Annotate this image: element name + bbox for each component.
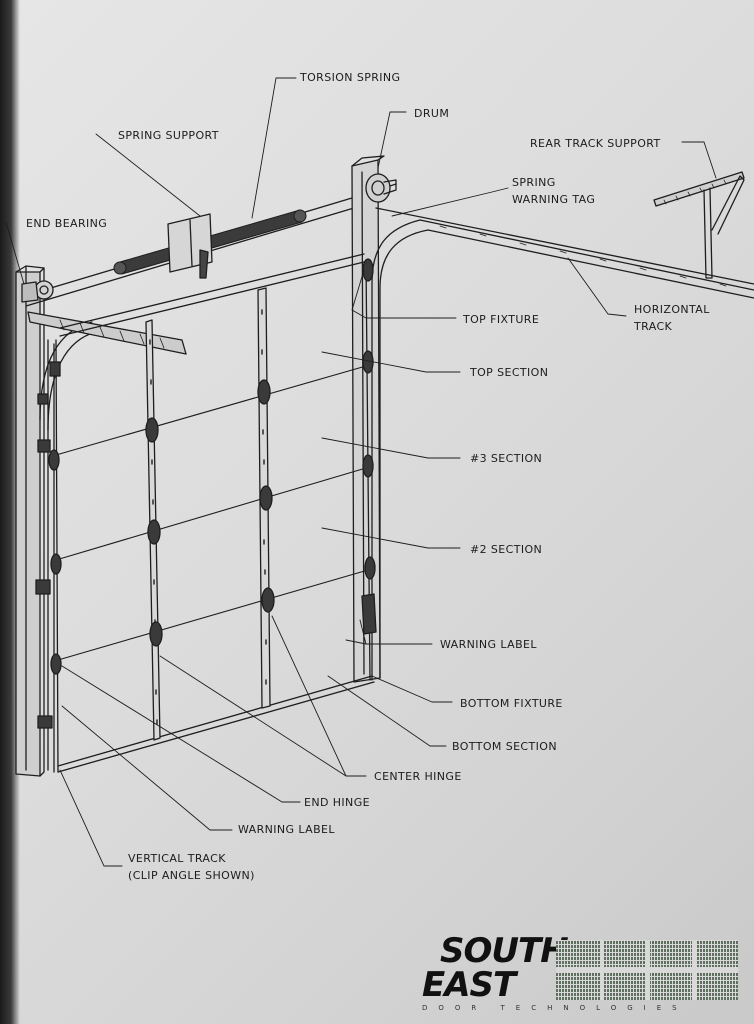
door-top-edge [59,253,365,337]
right-vertical-track [371,219,429,681]
label-rear-track-support: REAR TRACK SUPPORT [530,137,661,150]
logo-grid-mark [556,940,738,1000]
label-horizontal-track: HORIZONTAL TRACK [634,301,710,335]
label-spring-support: SPRING SUPPORT [118,129,219,142]
logo-word-east: EAST [422,965,516,1005]
label-end-hinge: END HINGE [304,796,370,809]
label-vertical-track: VERTICAL TRACK (CLIP ANGLE SHOWN) [128,850,255,884]
label-spring-warning-tag-line2: WARNING TAG [512,193,596,206]
spring-support-bracket [167,213,213,279]
left-horizontal-track [27,311,187,355]
door-bottom-edge [57,675,375,773]
right-end-hinges [361,258,377,635]
label-end-bearing: END BEARING [26,217,108,230]
label-drum: DRUM [414,107,450,120]
rear-track-support [653,171,745,279]
door-side-edges [55,261,371,773]
label-vertical-track-line2: (CLIP ANGLE SHOWN) [128,869,255,882]
center-hinges [145,379,275,647]
left-vertical-track [15,265,55,777]
label-section-3: #3 SECTION [470,452,543,465]
logo-grid-gap [556,967,738,972]
drum [365,173,397,203]
label-vertical-track-line1: VERTICAL TRACK [128,852,226,865]
label-section-2: #2 SECTION [470,543,543,556]
logo-word-south: SOUTH [440,931,569,971]
end-bearing-left [21,280,54,303]
photo-left-edge-shadow [0,0,20,1024]
right-horizontal-track [375,207,754,299]
label-spring-warning-tag: SPRING WARNING TAG [512,174,595,208]
label-horizontal-track-line2: TRACK [634,320,673,333]
label-bottom-section: BOTTOM SECTION [452,740,557,753]
left-end-hinges [35,361,62,729]
logo-tagline: DOOR TECHNOLOGIES [422,1004,688,1012]
label-warning-label-left: WARNING LABEL [238,823,335,836]
label-bottom-fixture: BOTTOM FIXTURE [460,697,563,710]
label-top-section: TOP SECTION [470,366,549,379]
section-joints [55,365,369,661]
label-horizontal-track-line1: HORIZONTAL [634,303,710,316]
label-top-fixture: TOP FIXTURE [463,313,540,326]
label-torsion-spring: TORSION SPRING [300,71,401,84]
label-warning-label-right: WARNING LABEL [440,638,537,651]
label-spring-warning-tag-line1: SPRING [512,176,556,189]
southeast-logo: SOUTH EAST DOOR TECHNOLOGIES [418,934,740,1018]
label-center-hinge: CENTER HINGE [374,770,462,783]
leader-lines [5,77,717,867]
